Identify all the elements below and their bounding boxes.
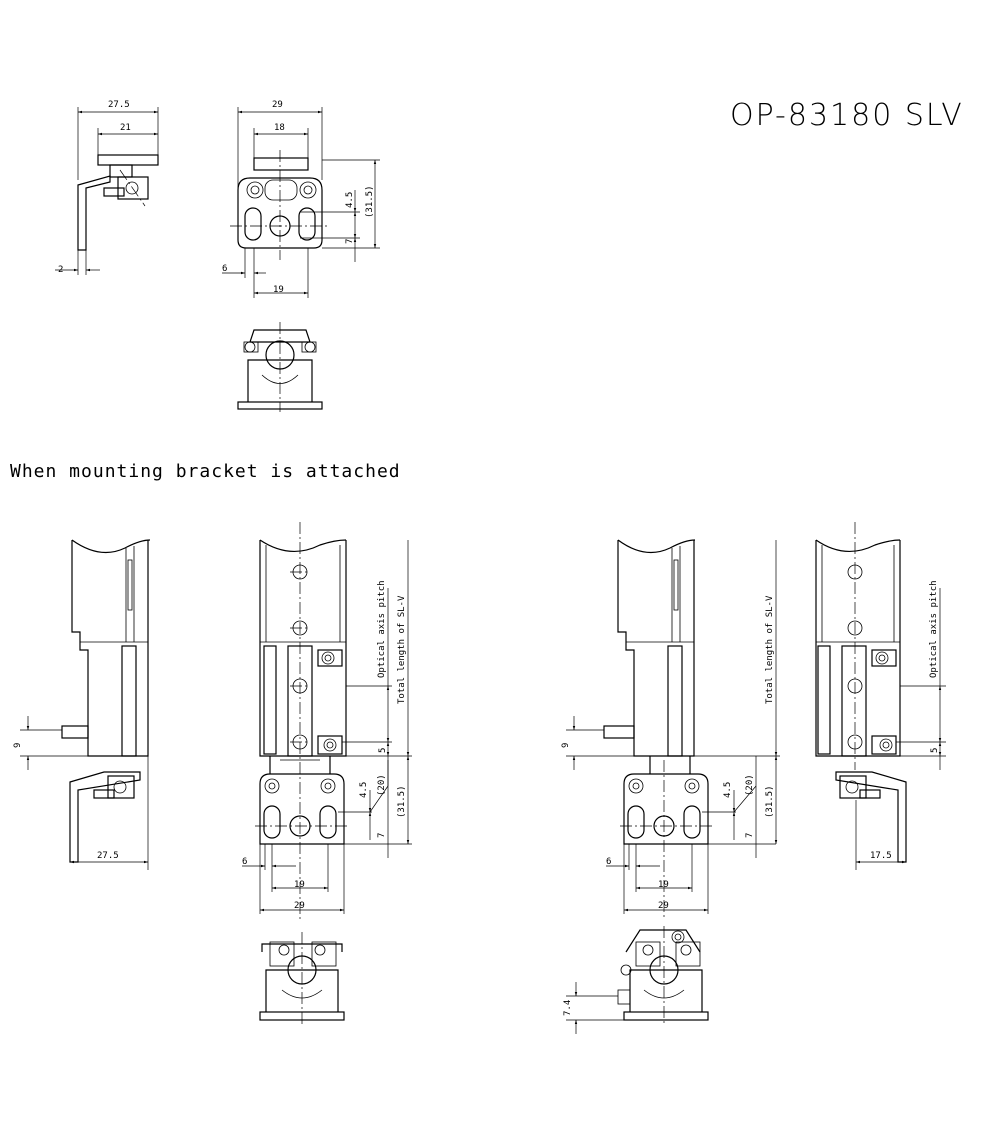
dim-top-29: 29 — [272, 100, 283, 110]
top-front-view — [222, 107, 380, 298]
dim-top-4-5: 4.5 — [345, 192, 355, 208]
dim-right-19: 19 — [658, 880, 669, 890]
dim-left-6: 6 — [242, 857, 247, 867]
label-left-total-length: Total length of SL-V — [397, 595, 407, 704]
dim-top-21: 21 — [120, 123, 131, 133]
right-side-view — [566, 539, 780, 770]
dim-left-9: 9 — [13, 743, 23, 748]
section-subtitle: When mounting bracket is attached — [10, 461, 401, 482]
label-right-optical-axis-pitch: Optical axis pitch — [929, 580, 939, 678]
left-bottom-view — [259, 932, 345, 1024]
dim-top-18: 18 — [274, 123, 285, 133]
left-side-view — [20, 539, 151, 870]
dim-left-4-5: 4.5 — [359, 782, 369, 798]
top-side-view — [55, 107, 159, 275]
dim-top-27-5: 27.5 — [108, 100, 130, 110]
dim-left-27-5: 27.5 — [97, 851, 119, 861]
dim-top-19: 19 — [273, 285, 284, 295]
dim-right-7: 7 — [745, 833, 755, 838]
left-front-view — [242, 522, 412, 920]
dim-left-20: (20) — [377, 774, 387, 796]
dim-right-4-5: 4.5 — [723, 782, 733, 798]
right-front-view — [815, 522, 946, 870]
dim-left-5: 5 — [378, 748, 388, 753]
dim-right-20: (20) — [745, 774, 755, 796]
dim-right-7-4: 7.4 — [563, 1000, 573, 1016]
label-left-optical-axis-pitch: Optical axis pitch — [377, 580, 387, 678]
dim-top-6: 6 — [222, 264, 227, 274]
dim-right-17-5: 17.5 — [870, 851, 892, 861]
drawing-title: OP-83180 SLV — [730, 98, 964, 133]
dim-right-5: 5 — [930, 748, 940, 753]
dim-right-31-5: (31.5) — [765, 785, 775, 818]
dim-right-29: 29 — [658, 901, 669, 911]
dim-right-6: 6 — [606, 857, 611, 867]
dim-left-7: 7 — [377, 833, 387, 838]
dim-left-29: 29 — [294, 901, 305, 911]
right-front-bracket — [606, 540, 778, 920]
dim-top-2: 2 — [58, 265, 63, 275]
dim-right-9: 9 — [561, 743, 571, 748]
dim-left-19: 19 — [294, 880, 305, 890]
top-bottom-view — [237, 322, 323, 412]
right-bottom-view — [566, 926, 709, 1034]
label-right-total-length: Total length of SL-V — [765, 595, 775, 704]
dim-top-31-5: (31.5) — [365, 185, 375, 218]
dim-top-7: 7 — [345, 239, 355, 244]
dim-left-31-5: (31.5) — [397, 785, 407, 818]
